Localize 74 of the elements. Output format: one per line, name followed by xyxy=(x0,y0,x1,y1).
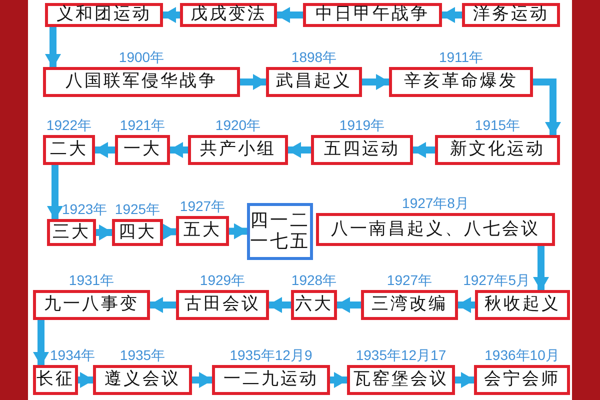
event-box: 会宁会师 xyxy=(474,365,570,395)
event-box: 武昌起义 xyxy=(266,67,362,97)
year-label: 1900年 xyxy=(118,49,164,67)
arrow xyxy=(45,27,61,68)
event-box: 三大 xyxy=(47,219,96,246)
event-box: 洋务运动 xyxy=(462,3,560,27)
event-box: 四大 xyxy=(112,219,163,246)
event-box: 遵义会议 xyxy=(93,365,192,395)
event-box: 辛亥革命爆发 xyxy=(389,67,533,97)
event-box: 古田会议 xyxy=(176,290,269,320)
year-label: 1929年 xyxy=(200,272,246,290)
arrow xyxy=(336,297,361,313)
year-label: 1919年 xyxy=(339,117,385,135)
year-label: 1915年 xyxy=(474,117,520,135)
arrow xyxy=(162,7,180,23)
arrow xyxy=(96,224,113,240)
arrow xyxy=(169,142,188,158)
event-box: 一二九运动 xyxy=(212,365,330,395)
year-label: 1931年 xyxy=(68,272,114,290)
event-box: 二大 xyxy=(43,135,95,165)
arrow xyxy=(240,74,267,90)
arrow xyxy=(33,320,49,366)
year-label: 1928年 xyxy=(291,272,337,290)
event-box: 五大 xyxy=(176,216,229,246)
event-box: 义和团运动 xyxy=(45,3,163,27)
event-box: 四一二 一七五 xyxy=(247,203,313,260)
year-label: 1927年 xyxy=(180,198,226,216)
event-box: 三湾改编 xyxy=(361,290,458,320)
event-box: 新文化运动 xyxy=(435,135,560,165)
arrow xyxy=(163,224,177,240)
arrow xyxy=(78,372,94,388)
event-box: 六大 xyxy=(291,290,337,320)
year-label: 1935年 xyxy=(120,347,166,365)
arrow xyxy=(268,297,291,313)
event-box: 长征 xyxy=(33,365,78,395)
arrow xyxy=(192,372,213,388)
event-box: 八国联军侵华战争 xyxy=(43,67,240,97)
arrow xyxy=(362,74,390,90)
arrow xyxy=(229,223,248,240)
arrow xyxy=(457,297,475,313)
year-label: 1927年5月 xyxy=(463,272,530,290)
event-box: 九一八事变 xyxy=(33,290,150,320)
arrow xyxy=(533,78,561,136)
arrow xyxy=(455,372,475,388)
year-label: 1921年 xyxy=(120,117,166,135)
year-label: 1922年 xyxy=(46,117,92,135)
arrow xyxy=(441,7,462,23)
arrow xyxy=(412,142,435,158)
arrow xyxy=(287,142,311,158)
event-box: 中日甲午战争 xyxy=(303,3,442,27)
arrow xyxy=(330,372,348,388)
event-box: 秋收起义 xyxy=(475,290,570,320)
year-label: 1935年12月17 xyxy=(356,347,446,365)
event-box: 五四运动 xyxy=(311,135,413,165)
event-box: 瓦窑堡会议 xyxy=(347,365,455,395)
event-box: 一大 xyxy=(115,135,170,165)
event-box: 八一南昌起义、八七会议 xyxy=(316,213,555,246)
year-label: 1898年 xyxy=(291,49,337,67)
event-box: 戊戌变法 xyxy=(180,3,277,27)
year-label: 1927年8月 xyxy=(402,195,469,213)
arrow xyxy=(94,142,115,158)
year-label: 1920年 xyxy=(215,117,261,135)
arrow xyxy=(149,297,176,313)
arrow xyxy=(47,165,63,220)
year-label: 1936年10月 xyxy=(484,347,560,365)
event-box: 共产小组 xyxy=(188,135,288,165)
year-label: 1935年12月9 xyxy=(230,347,312,365)
arrow xyxy=(533,246,549,291)
year-label: 1911年 xyxy=(438,49,484,67)
year-label: 1934年 xyxy=(50,347,96,365)
year-label: 1923年 xyxy=(62,201,108,219)
year-label: 1927年 xyxy=(386,272,432,290)
year-label: 1925年 xyxy=(114,201,160,219)
arrow xyxy=(276,7,303,23)
